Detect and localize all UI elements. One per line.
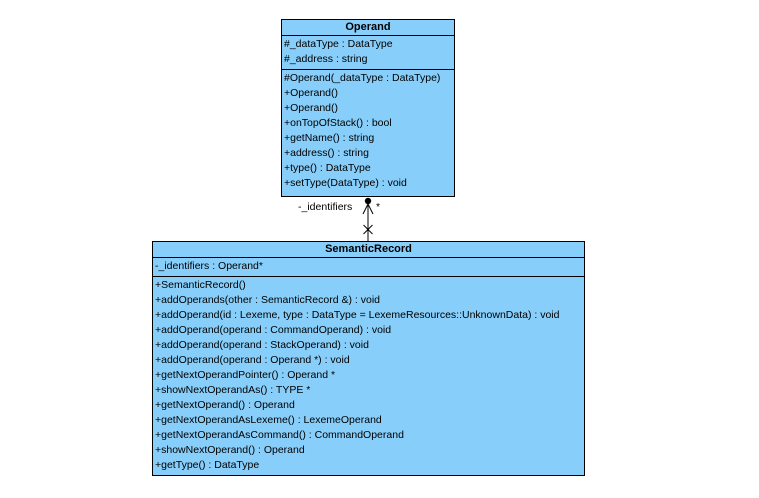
semantic-record-operation: +addOperand(operand : StackOperand) : vo… [155, 339, 369, 351]
operand-operation: #Operand(_dataType : DataType) [284, 72, 441, 84]
semantic-record-operation: +getNextOperandAsCommand() : CommandOper… [155, 429, 404, 441]
operand-operation: +address() : string [284, 147, 369, 159]
operand-operation: +onTopOfStack() : bool [284, 117, 392, 129]
non-navigable-x-mark [363, 224, 373, 235]
operand-operations: #Operand(_dataType : DataType) +Operand(… [282, 70, 454, 193]
semantic-record-operation: +addOperand(operand : CommandOperand) : … [155, 324, 392, 336]
semantic-record-operation: +SemanticRecord() [155, 279, 246, 291]
semantic-record-operation: +getType() : DataType [155, 459, 260, 471]
operand-attribute: #_dataType : DataType [284, 38, 393, 50]
semantic-record-attribute: -_identifiers : Operand* [155, 260, 263, 272]
operand-operation: +Operand() [284, 102, 338, 114]
operand-attributes: #_dataType : DataType #_address : string [282, 36, 454, 70]
operand-operation: +Operand() [284, 87, 338, 99]
navigability-arrow [362, 202, 374, 215]
operand-operation: +getName() : string [284, 132, 375, 144]
semantic-record-operation: +addOperand(id : Lexeme, type : DataType… [155, 309, 560, 321]
operand-class[interactable]: Operand #_dataType : DataType #_address … [281, 19, 455, 197]
operand-operation: +type() : DataType [284, 162, 371, 174]
semantic-record-operation: +getNextOperandPointer() : Operand * [155, 369, 336, 381]
semantic-record-operation: +addOperand(operand : Operand *) : void [155, 354, 350, 366]
operand-operation: +setType(DataType) : void [284, 177, 407, 189]
association-role-label: -_identifiers [298, 201, 353, 213]
semantic-record-operation: +showNextOperandAs() : TYPE * [155, 384, 311, 396]
operand-attribute: #_address : string [284, 53, 368, 65]
semantic-record-operation: +addOperands(other : SemanticRecord &) :… [155, 294, 380, 306]
semantic-record-attributes: -_identifiers : Operand* [153, 258, 584, 277]
semantic-record-operation: +getNextOperand() : Operand [155, 399, 295, 411]
semantic-record-operation: +getNextOperandAsLexeme() : LexemeOperan… [155, 414, 382, 426]
association-multiplicity: * [376, 201, 381, 213]
semantic-record-class[interactable]: SemanticRecord -_identifiers : Operand* … [152, 241, 585, 476]
semantic-record-class-name: SemanticRecord [153, 242, 584, 258]
semantic-record-operation: +showNextOperand() : Operand [155, 444, 305, 456]
semantic-record-operations: +SemanticRecord() +addOperands(other : S… [153, 277, 584, 475]
operand-class-name: Operand [282, 20, 454, 36]
containment-dot [364, 197, 372, 205]
